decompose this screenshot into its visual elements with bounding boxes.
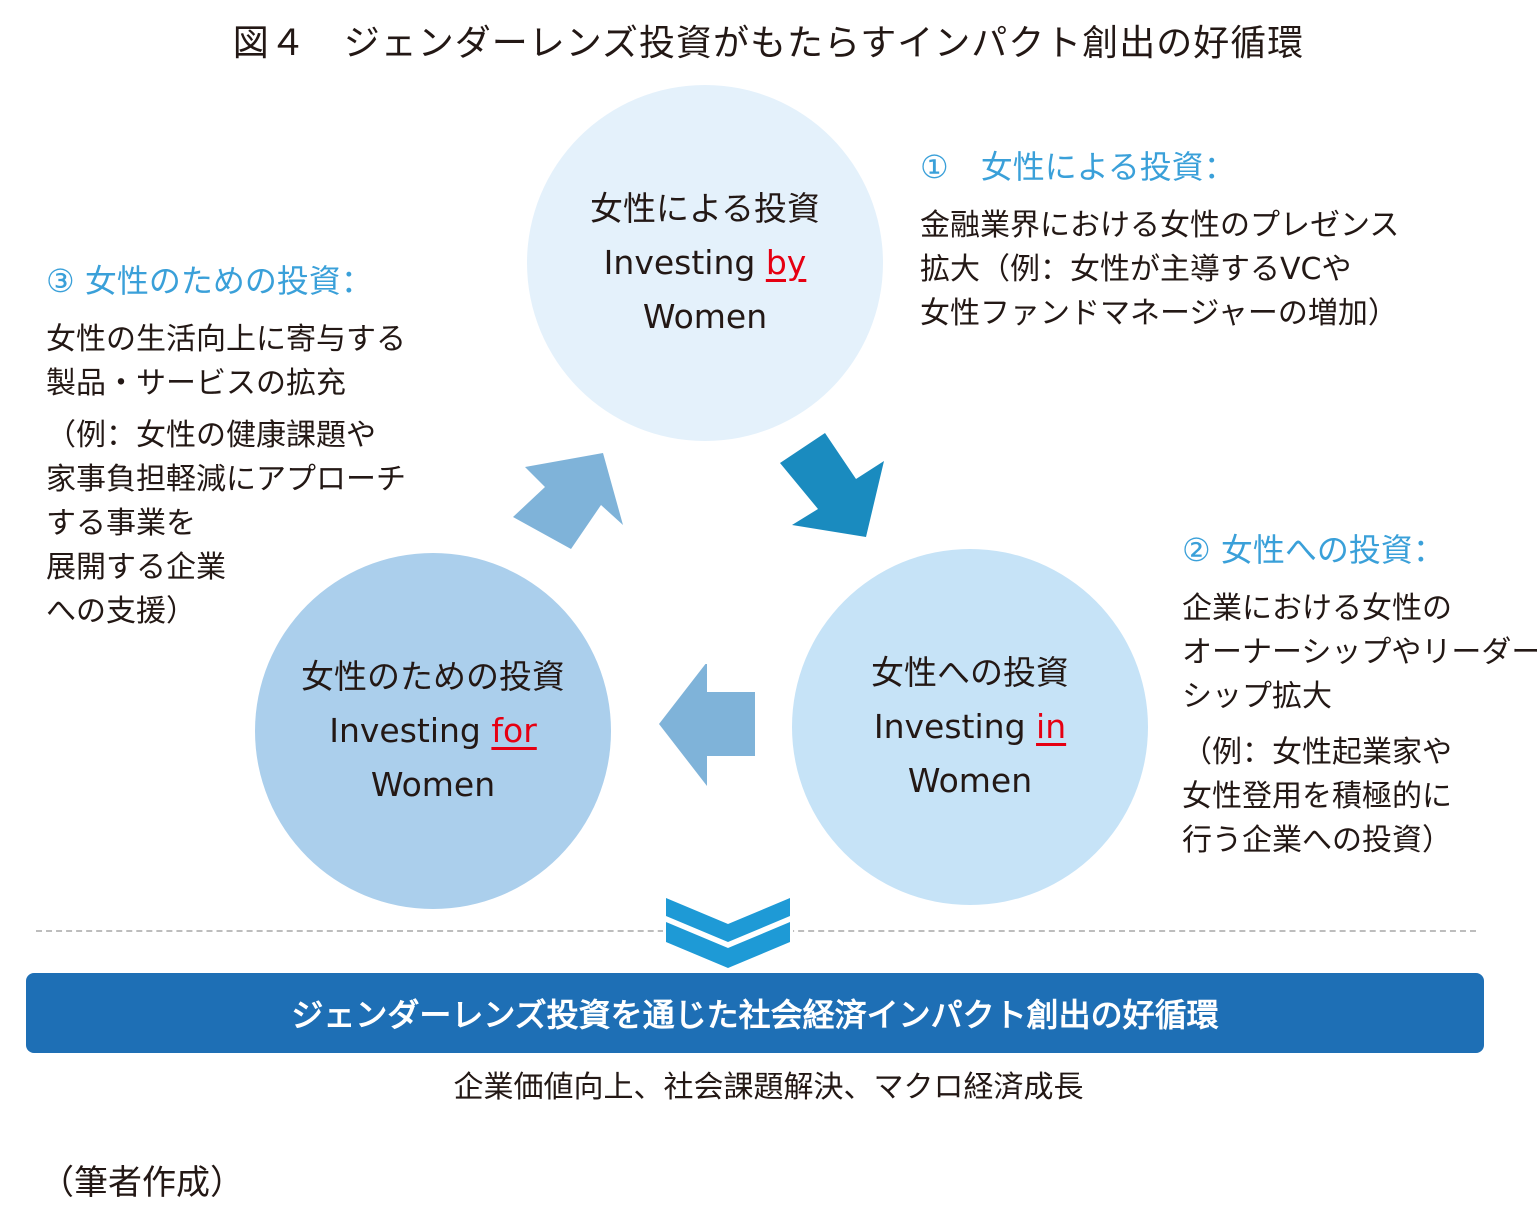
figure-title: 図４ ジェンダーレンズ投資がもたらすインパクト創出の好循環	[232, 23, 1305, 64]
annotation-heading: ② 女性への投資：	[1182, 531, 1445, 569]
circle-label-en-women: Women	[370, 765, 496, 804]
circle-label-en-women: Women	[642, 297, 768, 336]
annotation-line: 金融業界における女性のプレゼンス	[920, 208, 1400, 243]
annotation-example-line: 女性登用を積極的に	[1182, 779, 1452, 814]
annotation-line: 企業における女性の	[1182, 591, 1452, 626]
arrow-up-right-icon	[513, 453, 623, 549]
circle-label-en: Investing in	[874, 700, 1066, 754]
arrow-down-right-icon	[780, 433, 884, 537]
annotation-line: 女性の生活向上に寄与する	[46, 322, 406, 357]
circle-label-jp: 女性への投資	[871, 653, 1069, 692]
circle-investing-by-women: 女性による投資 Investing by Women	[527, 85, 883, 441]
outcomes-text: 企業価値向上、社会課題解決、マクロ経済成長	[453, 1070, 1084, 1105]
circle-label-en-prefix: Investing	[873, 707, 1026, 746]
circle-label-en: Investing by	[604, 236, 807, 290]
circle-label-jp: 女性のための投資	[301, 657, 565, 696]
annotation-example-line: への支援）	[46, 594, 196, 629]
annotation-example-line: 家事負担軽減にアプローチ	[46, 462, 406, 497]
circle-label-en: Investing for	[329, 704, 537, 758]
annotation-investing-in-women: ② 女性への投資： 企業における女性の オーナーシップやリーダー シップ拡大 （…	[1182, 525, 1537, 863]
circle-investing-in-women: 女性への投資 Investing in Women	[792, 549, 1148, 905]
circle-keyword-by: by	[765, 243, 807, 282]
summary-banner: ジェンダーレンズ投資を通じた社会経済インパクト創出の好循環	[26, 973, 1484, 1053]
annotation-line: オーナーシップやリーダー	[1182, 635, 1537, 670]
annotation-example-line: する事業を	[46, 506, 196, 541]
annotation-investing-by-women: ① 女性による投資： 金融業界における女性のプレゼンス 拡大（例：女性が主導する…	[920, 142, 1399, 336]
double-chevron-down-icon	[663, 895, 793, 971]
annotation-example-line: （例：女性起業家や	[1182, 735, 1452, 770]
annotation-line: 女性ファンドマネージャーの増加）	[920, 296, 1398, 331]
annotation-investing-for-women: ③ 女性のための投資： 女性の生活向上に寄与する 製品・サービスの拡充 （例：女…	[46, 256, 406, 634]
annotation-line: 製品・サービスの拡充	[46, 366, 346, 401]
annotation-heading: ③ 女性のための投資：	[46, 262, 373, 300]
arrow-left-icon	[659, 664, 755, 786]
annotation-line: 拡大（例：女性が主導するVCや	[920, 252, 1352, 287]
circle-investing-for-women: 女性のための投資 Investing for Women	[255, 553, 611, 909]
circle-label-en-prefix: Investing	[603, 243, 756, 282]
annotation-line: シップ拡大	[1182, 679, 1332, 714]
annotation-heading: ① 女性による投資：	[920, 148, 1236, 186]
circle-label-en-prefix: Investing	[329, 711, 481, 750]
circle-label-en-women: Women	[907, 761, 1033, 800]
annotation-example-line: 行う企業への投資）	[1182, 823, 1452, 858]
annotation-example-line: 展開する企業	[46, 550, 226, 585]
circle-keyword-for: for	[491, 711, 537, 750]
annotation-example-line: （例：女性の健康課題や	[46, 418, 376, 453]
circle-label-jp: 女性による投資	[589, 189, 820, 228]
source-note: （筆者作成）	[40, 1163, 244, 1203]
circle-keyword-in: in	[1036, 707, 1067, 746]
